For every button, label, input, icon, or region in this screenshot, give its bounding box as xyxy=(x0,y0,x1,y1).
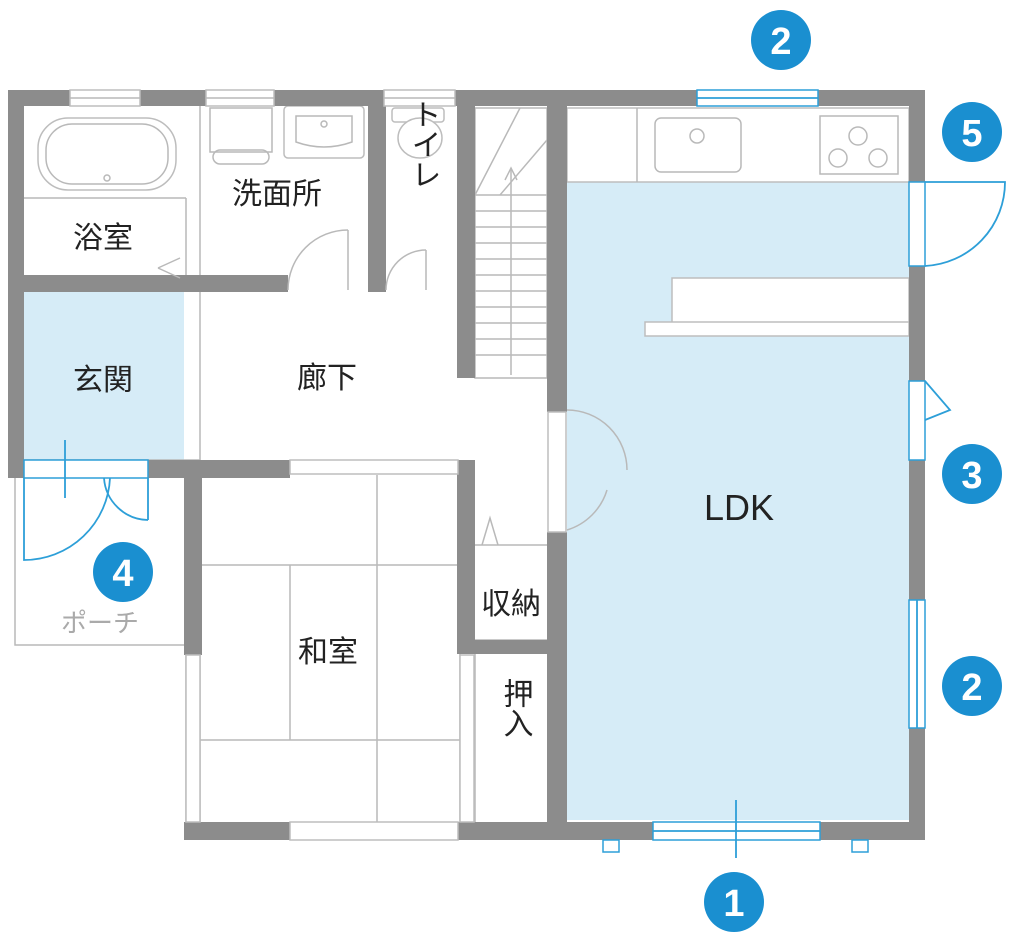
room-label-washitsu: 和室 xyxy=(298,635,358,670)
marker-1-number: 1 xyxy=(723,883,744,925)
interior-doors xyxy=(157,229,628,841)
marker-2-right-number: 2 xyxy=(961,667,982,709)
marker-2-right: 2 xyxy=(942,656,1002,716)
entrance-floor xyxy=(24,292,184,460)
room-label-storage: 収納 xyxy=(481,587,541,622)
room-label-toilet: トイレ xyxy=(406,99,441,189)
marker-4: 4 xyxy=(93,542,153,602)
marker-5-number: 5 xyxy=(961,113,982,155)
marker-2-top: 2 xyxy=(751,10,811,70)
marker-5-circle xyxy=(942,102,1002,162)
room-label-washroom: 洗面所 xyxy=(232,177,322,212)
marker-2-right-circle xyxy=(942,656,1002,716)
marker-3-circle xyxy=(942,444,1002,504)
room-label-ldk: LDK xyxy=(704,487,774,528)
staircase xyxy=(474,107,548,379)
blue-openings xyxy=(23,89,1006,858)
marker-4-number: 4 xyxy=(112,553,133,595)
washbasin xyxy=(209,105,365,165)
room-label-porch: ポーチ xyxy=(61,609,139,639)
marker-1-circle xyxy=(704,872,764,932)
room-label-entrance: 玄関 xyxy=(73,363,133,398)
marker-2-top-circle xyxy=(751,10,811,70)
marker-2-top-number: 2 xyxy=(770,21,791,63)
ldk-floor xyxy=(567,108,909,820)
kitchen-island xyxy=(644,277,910,337)
walls xyxy=(8,90,925,840)
marker-3: 3 xyxy=(942,444,1002,504)
marker-5: 5 xyxy=(942,102,1002,162)
toilet-fixture xyxy=(391,107,445,159)
bathtub xyxy=(37,117,177,191)
room-label-bath: 浴室 xyxy=(73,221,133,256)
marker-1: 1 xyxy=(704,872,764,932)
room-label-hallway: 廊下 xyxy=(297,361,357,396)
gray-windows xyxy=(69,89,456,107)
marker-4-circle xyxy=(93,542,153,602)
kitchen-counter xyxy=(566,107,910,183)
room-label-oshiire: 押入 xyxy=(498,678,533,738)
marker-3-number: 3 xyxy=(961,455,982,497)
